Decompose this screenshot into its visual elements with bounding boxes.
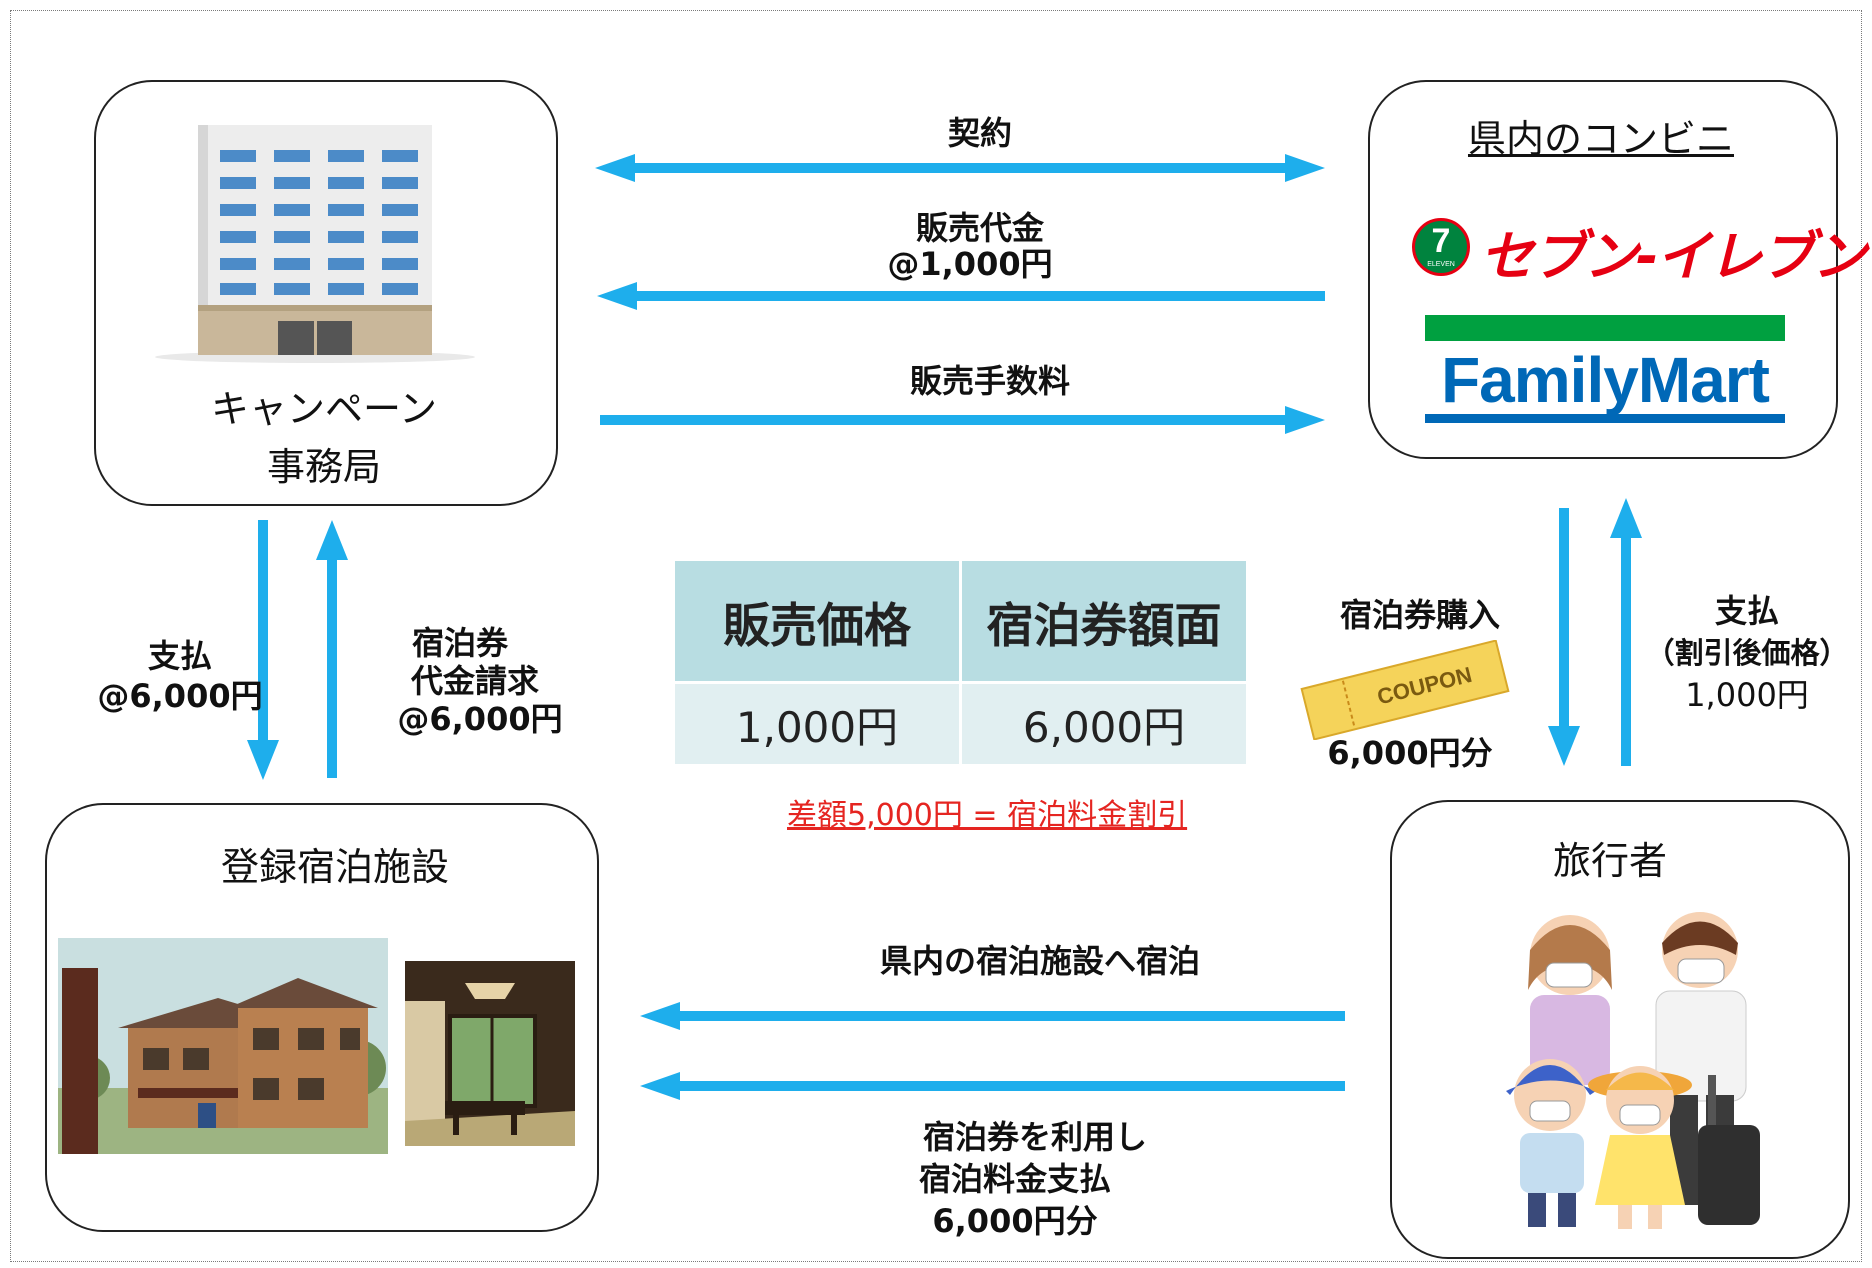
payment-label: 支払 @6,000円 [97, 637, 263, 715]
voucher-purchase-label: 宿泊券購入 [1339, 596, 1500, 634]
sales-proceeds-label: 販売代金 @1,000円 [887, 209, 1053, 283]
convenience-store-title: 県内のコンビニ [1467, 117, 1734, 161]
familymart-wordmark: FamilyMart [1441, 344, 1770, 416]
voucher-face-value: 6,000円 [960, 682, 1246, 764]
voucher-purchase-amount: 6,000円分 [1327, 734, 1493, 772]
campaign-office-line2: 事務局 [266, 445, 381, 489]
purchase-down-arrow [1548, 508, 1580, 766]
seven-eleven-badge-icon: 7 ELEVEN [1412, 218, 1470, 276]
registered-hotels-title: 登録宿泊施設 [220, 845, 449, 889]
office-building-icon [155, 125, 475, 363]
stay-arrow [640, 1002, 1345, 1030]
contract-label: 契約 [947, 114, 1012, 152]
japanese-room-image [405, 961, 575, 1146]
campaign-office-label: キャンペーン 事務局 [94, 380, 554, 496]
sales-fee-label: 販売手数料 [909, 362, 1070, 400]
traveler-payment-up-arrow [1610, 498, 1642, 766]
voucher-payment-label: 宿泊券を利用し 宿泊料金支払 6,000円分 [918, 1118, 1147, 1240]
price-table: 販売価格 宿泊券額面 1,000円 6,000円 [675, 561, 1246, 764]
campaign-office-line1: キャンペーン [210, 387, 438, 431]
traveler-payment-label: 支払 （割引後価格） 1,000円 [1645, 592, 1849, 714]
sales-proceeds-arrow [597, 282, 1325, 310]
sale-price-value: 1,000円 [675, 682, 962, 764]
coupon-ticket-icon: COUPON [1300, 640, 1510, 740]
difference-note: 差額5,000円 = 宿泊料金割引 [787, 798, 1188, 833]
hotel-exterior-image [58, 938, 388, 1154]
familymart-underline [1425, 414, 1785, 423]
sales-fee-arrow [600, 406, 1325, 434]
voucher-claim-label: 宿泊券 代金請求 @6,000円 [397, 624, 563, 738]
voucher-payment-arrow [640, 1072, 1345, 1100]
diagram-frame [10, 10, 1862, 1262]
traveler-family-icon [1506, 912, 1760, 1229]
seven-eleven-wordmark: セブン-イレブン [1480, 225, 1866, 288]
voucher-face-value-header: 宿泊券額面 [960, 561, 1246, 684]
traveler-title: 旅行者 [1552, 839, 1667, 883]
voucher-claim-up-arrow [316, 520, 348, 778]
payment-down-arrow [247, 520, 279, 780]
stay-label: 県内の宿泊施設へ宿泊 [879, 942, 1200, 980]
familymart-stripe [1425, 315, 1785, 341]
sale-price-header: 販売価格 [675, 561, 962, 684]
contract-double-arrow [595, 154, 1325, 182]
